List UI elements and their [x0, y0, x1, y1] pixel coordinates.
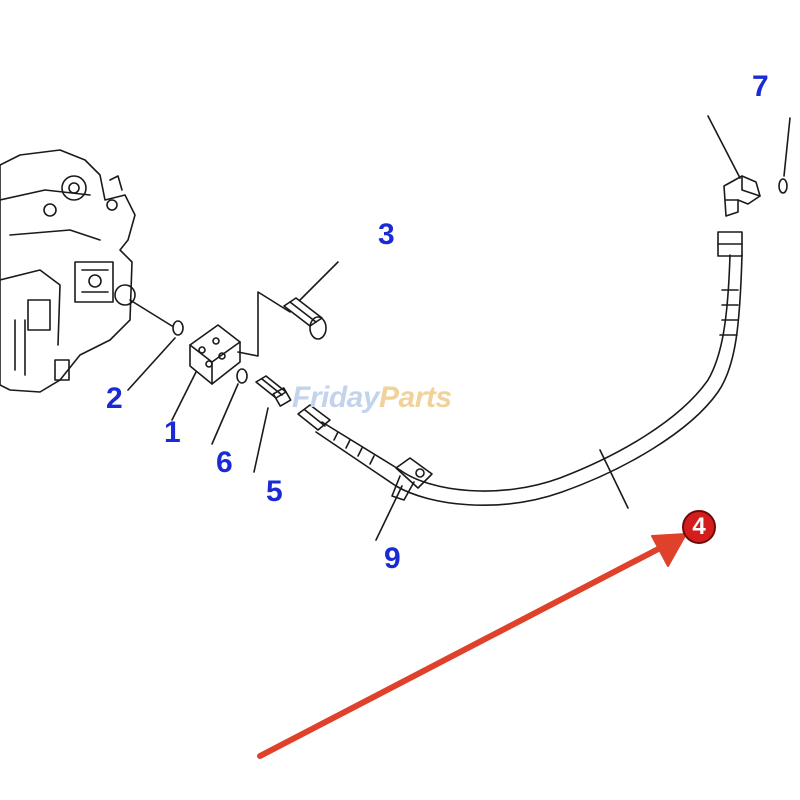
- highlighted-part-badge: 4: [682, 510, 716, 544]
- part-6-drawing: [211, 368, 248, 445]
- part-2-drawing: [127, 299, 184, 391]
- hydraulic-pump: [0, 149, 136, 393]
- part-3-drawing: [283, 261, 339, 340]
- watermark-part-b: Parts: [379, 381, 452, 414]
- part-label-5: 5: [266, 475, 283, 508]
- part-label-7: 7: [752, 70, 769, 103]
- part-label-3: 3: [378, 218, 395, 251]
- part-label-2: 2: [106, 382, 123, 415]
- watermark-part-a: Friday: [292, 381, 380, 414]
- part-3-leader: [237, 291, 291, 357]
- highlight-arrow: [257, 533, 687, 759]
- hose-assembly: [297, 231, 743, 541]
- part-label-1: 1: [164, 416, 181, 449]
- part-label-6: 6: [216, 446, 233, 479]
- part-5-drawing: [253, 375, 292, 473]
- watermark-logo: FridayParts: [292, 380, 452, 416]
- part-1-drawing: [171, 324, 241, 421]
- part-7-drawing: [707, 115, 791, 217]
- part-label-9: 9: [384, 542, 401, 575]
